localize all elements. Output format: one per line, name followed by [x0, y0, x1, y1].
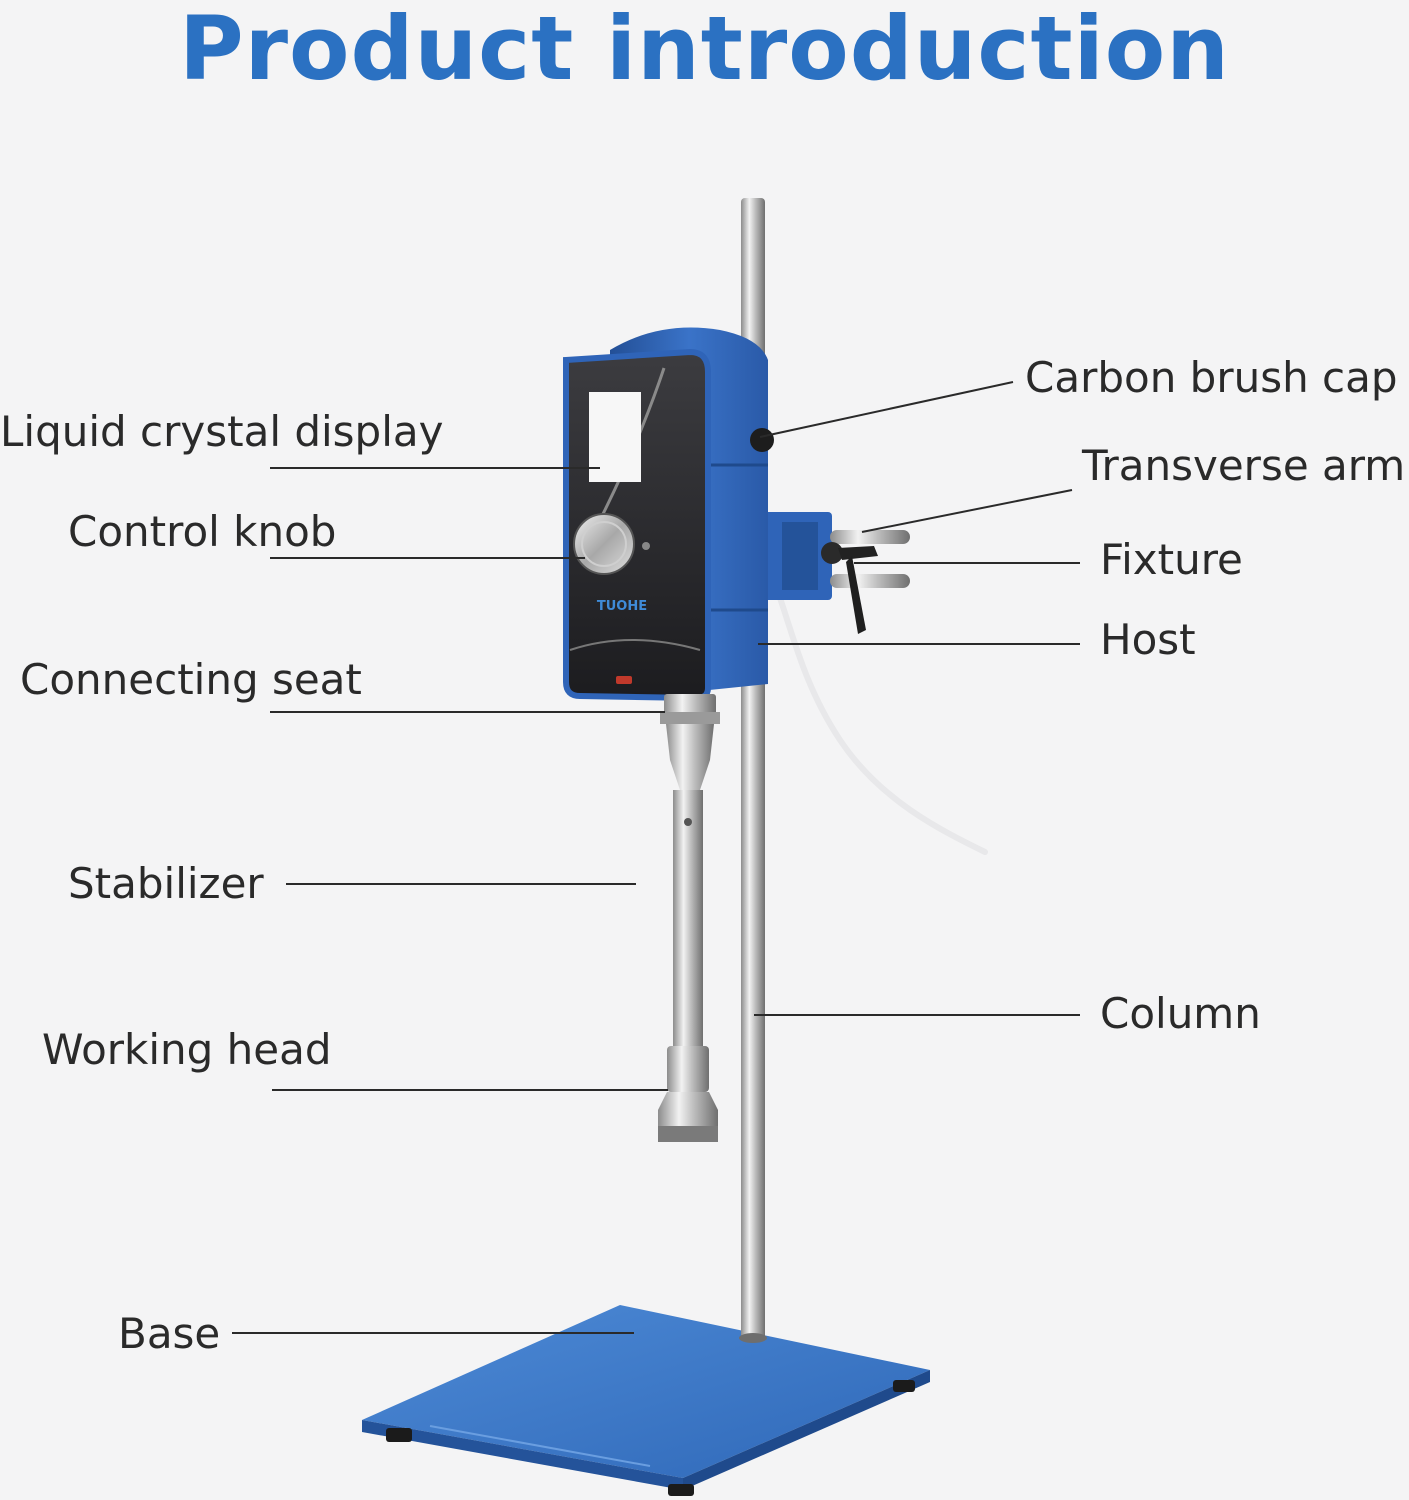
label-liquid-crystal-display: Liquid crystal display — [0, 407, 444, 456]
page-title: Product introduction — [179, 0, 1230, 100]
brand-logo: TUOHE — [597, 599, 647, 614]
dispersing-tool — [658, 694, 720, 1142]
label-control-knob: Control knob — [68, 507, 337, 556]
base-plate — [362, 1305, 930, 1496]
label-column: Column — [1100, 989, 1261, 1038]
label-carbon-brush-cap: Carbon brush cap — [1025, 353, 1398, 402]
label-transverse-arm: Transverse arm — [1082, 441, 1406, 490]
power-cable — [767, 567, 988, 855]
label-host: Host — [1100, 615, 1196, 664]
label-working-head: Working head — [42, 1025, 332, 1074]
label-stabilizer: Stabilizer — [68, 859, 264, 908]
stabilizer-shaft — [673, 790, 703, 1050]
base-foot — [893, 1380, 915, 1392]
fixture-handle — [821, 542, 843, 564]
leader-lines — [232, 381, 1080, 1334]
label-base: Base — [118, 1309, 221, 1358]
label-connecting-seat: Connecting seat — [20, 655, 362, 704]
label-fixture: Fixture — [1100, 535, 1243, 584]
base-foot — [386, 1428, 412, 1442]
transverse-arm — [760, 512, 910, 634]
carbon-brush-cap — [750, 428, 774, 452]
connecting-seat — [664, 694, 716, 716]
base-foot — [668, 1484, 694, 1496]
host-body: TUOHE — [563, 327, 774, 702]
